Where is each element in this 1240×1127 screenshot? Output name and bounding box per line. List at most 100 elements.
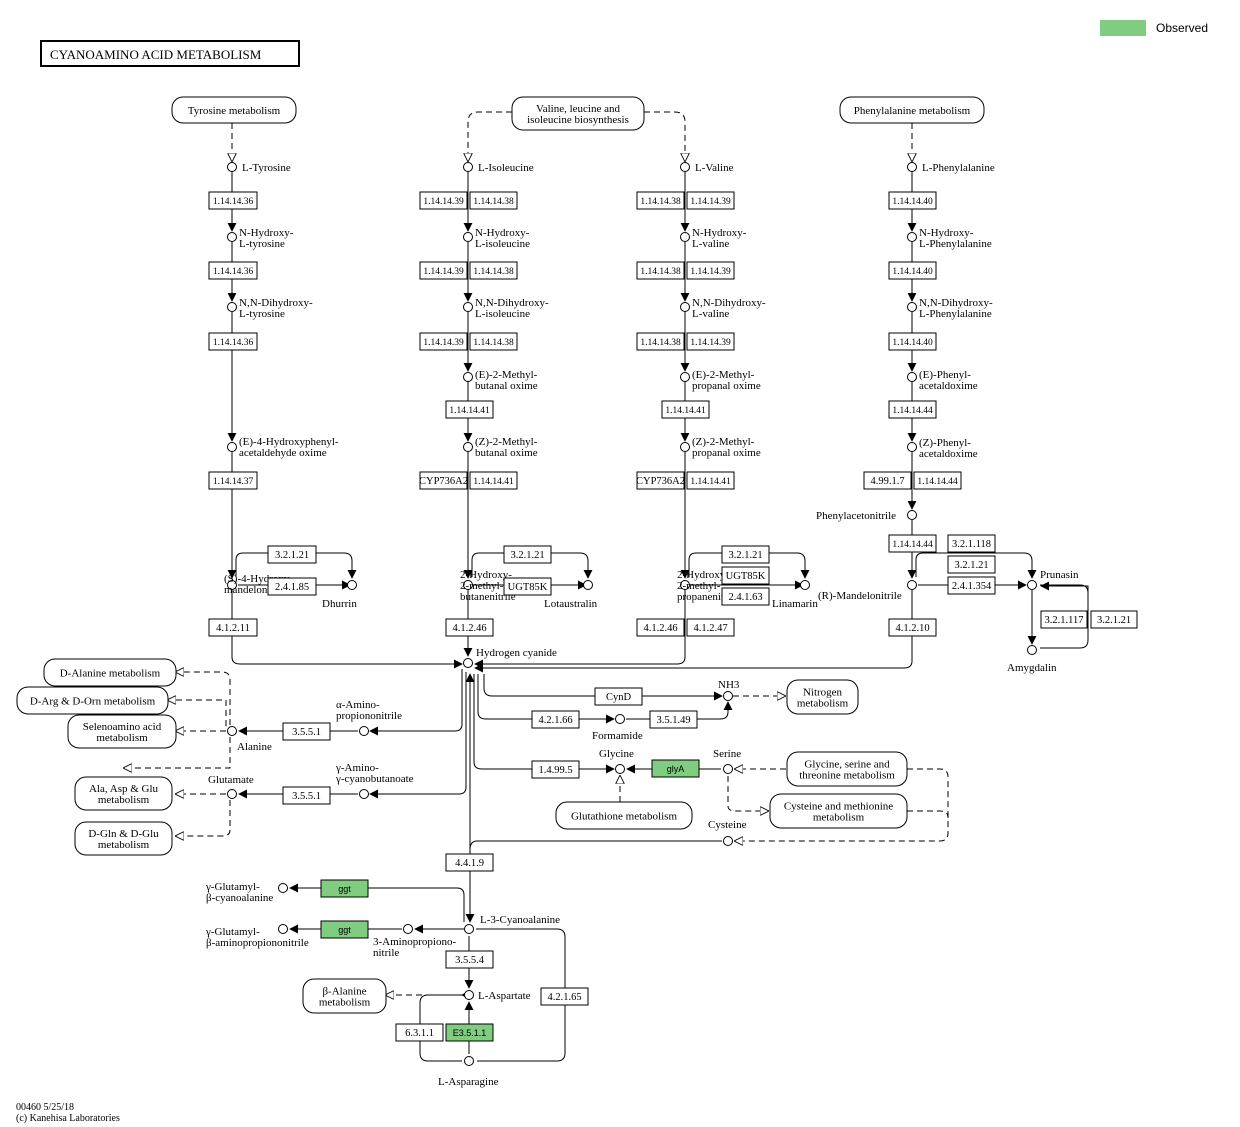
enzyme-e29-box[interactable] bbox=[721, 545, 770, 564]
map-gst-button[interactable] bbox=[786, 751, 908, 787]
enzyme-e4-box[interactable] bbox=[208, 471, 258, 490]
map-glut-button[interactable] bbox=[555, 801, 693, 830]
compound-nhphe-node[interactable] bbox=[907, 232, 917, 242]
map-cys-button[interactable] bbox=[769, 793, 908, 829]
enzyme-e49-box[interactable] bbox=[594, 687, 643, 706]
compound-nndval-node[interactable] bbox=[680, 302, 690, 312]
map-dgln-button[interactable] bbox=[74, 821, 173, 856]
enzyme-e27-box[interactable] bbox=[636, 471, 685, 490]
compound-ser-node[interactable] bbox=[723, 764, 733, 774]
enzyme-e50-box[interactable] bbox=[531, 710, 580, 729]
map-bala-button[interactable] bbox=[302, 978, 387, 1014]
compound-nndtyr-node[interactable] bbox=[227, 302, 237, 312]
enzyme-e18-box[interactable] bbox=[503, 577, 552, 596]
compound-hcn-node[interactable] bbox=[463, 658, 473, 668]
map-aag-button[interactable] bbox=[74, 776, 173, 811]
enzyme-e51-box[interactable] bbox=[649, 710, 698, 729]
enzyme-e34-box[interactable] bbox=[888, 191, 937, 210]
compound-linam-node[interactable] bbox=[800, 580, 810, 590]
enzyme-e38-box[interactable] bbox=[863, 471, 912, 490]
enzyme-e52-box[interactable] bbox=[531, 760, 580, 779]
compound-nhtyr-node[interactable] bbox=[227, 232, 237, 242]
compound-gly-node[interactable] bbox=[615, 764, 625, 774]
enzyme-e33-box[interactable] bbox=[686, 618, 735, 637]
enzyme-e36-box[interactable] bbox=[888, 332, 937, 351]
map-darg-button[interactable] bbox=[16, 686, 169, 715]
enzyme-e56-box[interactable] bbox=[320, 920, 369, 939]
compound-lotau-node[interactable] bbox=[583, 580, 593, 590]
enzyme-e35-box[interactable] bbox=[888, 261, 937, 280]
enzyme-e25-box[interactable] bbox=[686, 332, 735, 351]
enzyme-e37-box[interactable] bbox=[888, 400, 937, 419]
compound-s4h-node[interactable] bbox=[227, 580, 237, 590]
compound-lphe-node[interactable] bbox=[907, 162, 917, 172]
map-selen-button[interactable] bbox=[67, 714, 177, 749]
map-nitro-button[interactable] bbox=[786, 679, 859, 715]
compound-zphe-node[interactable] bbox=[907, 442, 917, 452]
compound-amyg-node[interactable] bbox=[1027, 645, 1037, 655]
enzyme-e21-box[interactable] bbox=[686, 191, 735, 210]
compound-lval-node[interactable] bbox=[680, 162, 690, 172]
enzyme-e28-box[interactable] bbox=[686, 471, 735, 490]
enzyme-e58-box[interactable] bbox=[540, 987, 589, 1006]
enzyme-e30-box[interactable] bbox=[721, 566, 770, 585]
enzyme-e32-box[interactable] bbox=[636, 618, 685, 637]
enzyme-e47-box[interactable] bbox=[282, 722, 331, 741]
compound-nndphe-node[interactable] bbox=[907, 302, 917, 312]
compound-rmand-node[interactable] bbox=[907, 580, 917, 590]
enzyme-e10-box[interactable] bbox=[419, 261, 468, 280]
enzyme-e14-box[interactable] bbox=[445, 400, 494, 419]
compound-ephe-node[interactable] bbox=[907, 372, 917, 382]
compound-aap-node[interactable] bbox=[359, 726, 369, 736]
enzyme-e22-box[interactable] bbox=[636, 261, 685, 280]
compound-e2mp-node[interactable] bbox=[680, 372, 690, 382]
compound-alan-node[interactable] bbox=[227, 726, 237, 736]
enzyme-e6-box[interactable] bbox=[267, 577, 317, 596]
enzyme-e60-box[interactable] bbox=[445, 1023, 494, 1042]
enzyme-e44-box[interactable] bbox=[1040, 610, 1088, 629]
enzyme-e13-box[interactable] bbox=[469, 332, 518, 351]
enzyme-e12-box[interactable] bbox=[419, 332, 468, 351]
compound-lile-node[interactable] bbox=[463, 162, 473, 172]
enzyme-e7-box[interactable] bbox=[208, 618, 258, 637]
compound-nhile-node[interactable] bbox=[463, 232, 473, 242]
enzyme-e40-box[interactable] bbox=[888, 534, 937, 553]
compound-form-node[interactable] bbox=[615, 714, 625, 724]
compound-gacb-node[interactable] bbox=[359, 789, 369, 799]
enzyme-e54-box[interactable] bbox=[445, 853, 494, 872]
compound-cyst-node[interactable] bbox=[723, 836, 733, 846]
map-tyr-button[interactable] bbox=[171, 96, 297, 124]
enzyme-e41-box[interactable] bbox=[947, 534, 996, 553]
compound-lasn-node[interactable] bbox=[464, 1056, 474, 1066]
enzyme-e5-box[interactable] bbox=[267, 545, 317, 564]
enzyme-e15-box[interactable] bbox=[419, 471, 468, 490]
enzyme-e42-box[interactable] bbox=[947, 555, 996, 574]
enzyme-e45-box[interactable] bbox=[1090, 610, 1138, 629]
enzyme-e24-box[interactable] bbox=[636, 332, 685, 351]
compound-z2mb-node[interactable] bbox=[463, 442, 473, 452]
compound-dhurrin-node[interactable] bbox=[347, 580, 357, 590]
enzyme-e16-box[interactable] bbox=[469, 471, 518, 490]
compound-ltyr-node[interactable] bbox=[227, 162, 237, 172]
compound-nhval-node[interactable] bbox=[680, 232, 690, 242]
compound-glu-node[interactable] bbox=[227, 789, 237, 799]
compound-prun-node[interactable] bbox=[1027, 580, 1037, 590]
enzyme-e55-box[interactable] bbox=[320, 879, 369, 898]
map-phe-button[interactable] bbox=[839, 96, 985, 124]
compound-ggap-node[interactable] bbox=[278, 924, 288, 934]
enzyme-e20-box[interactable] bbox=[636, 191, 685, 210]
enzyme-e39-box[interactable] bbox=[913, 471, 962, 490]
compound-h2mb-node[interactable] bbox=[463, 580, 473, 590]
compound-amprop-node[interactable] bbox=[403, 924, 413, 934]
compound-ggca-node[interactable] bbox=[278, 883, 288, 893]
enzyme-e31-box[interactable] bbox=[721, 587, 770, 606]
map-val-button[interactable] bbox=[511, 96, 645, 131]
enzyme-e17-box[interactable] bbox=[503, 545, 552, 564]
enzyme-e1-box[interactable] bbox=[208, 191, 258, 210]
enzyme-e48-box[interactable] bbox=[282, 786, 331, 805]
map-dala-button[interactable] bbox=[43, 658, 177, 687]
enzyme-e57-box[interactable] bbox=[445, 950, 494, 969]
compound-e2mb-node[interactable] bbox=[463, 372, 473, 382]
enzyme-e43-box[interactable] bbox=[947, 576, 996, 595]
compound-z2mp-node[interactable] bbox=[680, 442, 690, 452]
